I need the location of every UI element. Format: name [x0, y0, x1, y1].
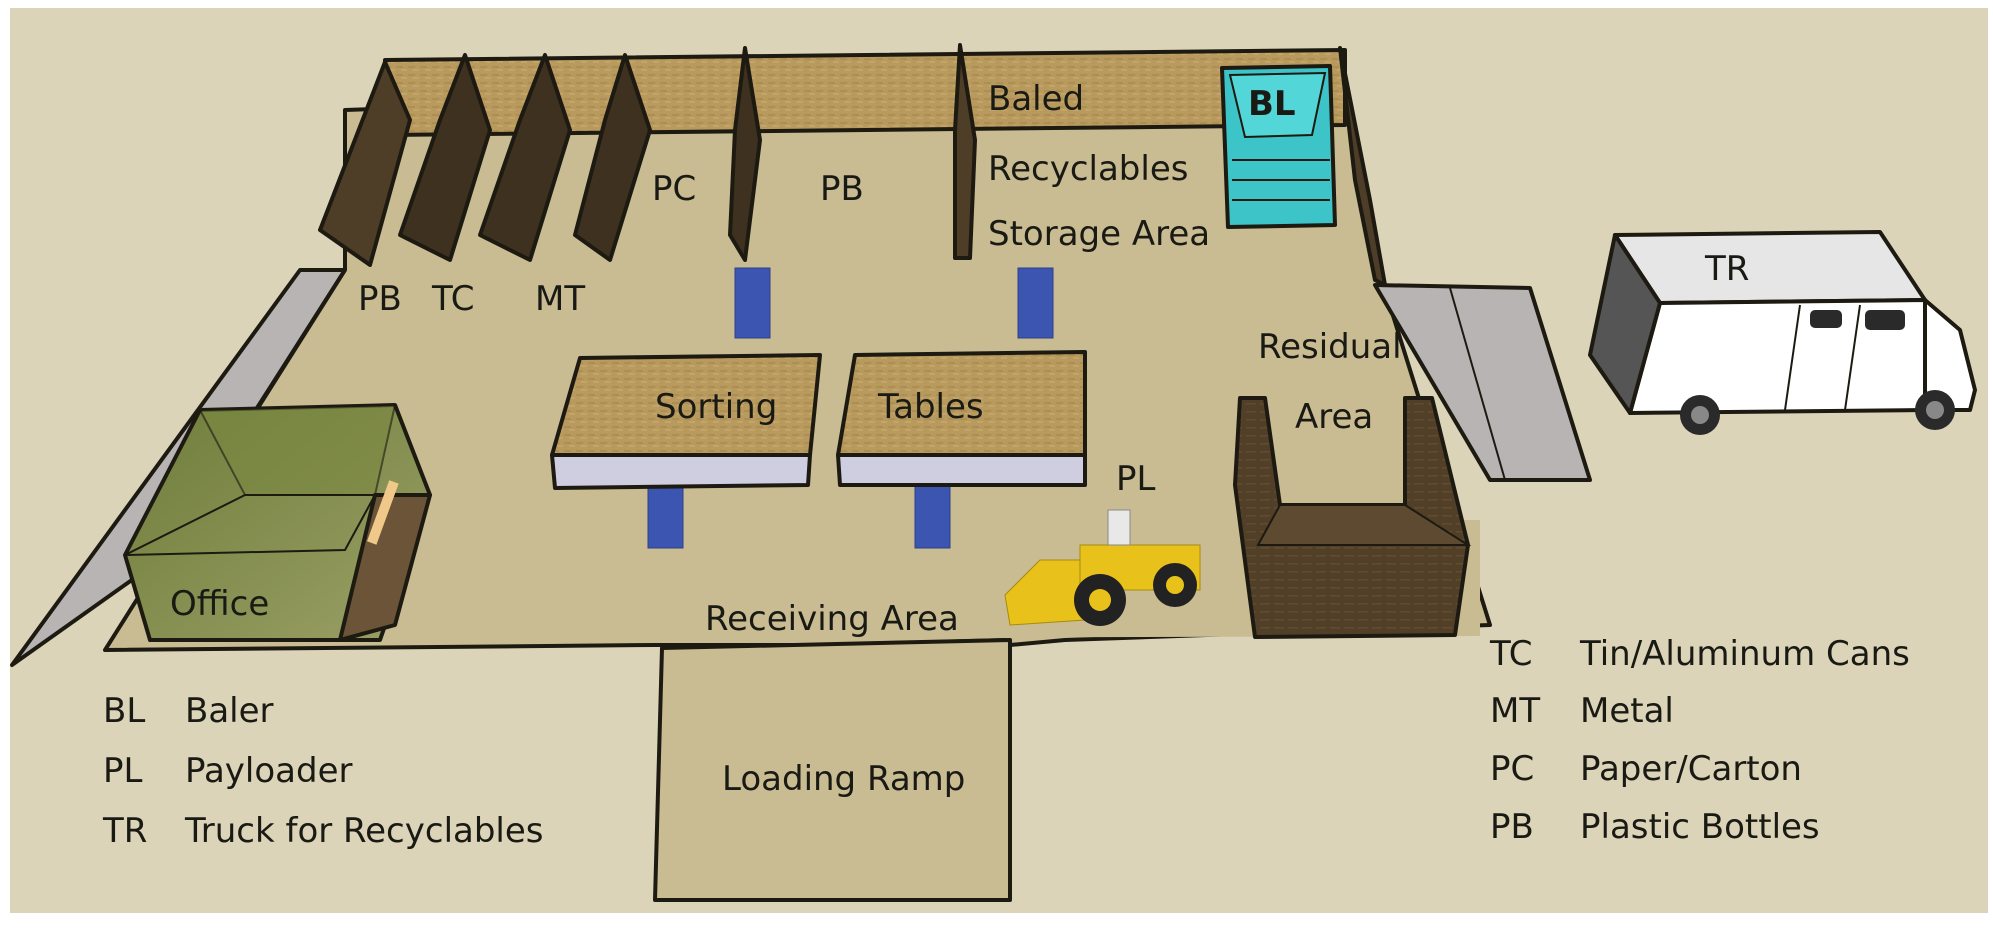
legend-meaning: Baler	[185, 691, 274, 731]
bay-code-pb-right: PB	[820, 169, 864, 209]
receiving-area-label: Receiving Area	[705, 599, 959, 639]
bay-code-pb-left: PB	[358, 279, 402, 319]
bin	[1017, 267, 1054, 339]
legend-code: BL	[103, 691, 145, 731]
tables-label: Tables	[877, 387, 984, 427]
residual-label-1: Residual	[1258, 327, 1402, 367]
legend-left: BL Baler PL Payloader TR Truck for Recyc…	[102, 691, 544, 851]
loading-ramp-floor	[653, 638, 1012, 902]
bay-code-pc: PC	[652, 169, 696, 209]
baled-storage-label-3: Storage Area	[988, 214, 1210, 254]
sorting-table-left	[550, 353, 822, 490]
legend-meaning: Metal	[1580, 691, 1674, 731]
truck-code: TR	[1704, 249, 1749, 289]
legend-code: PL	[103, 751, 143, 791]
payloader-vehicle	[1004, 509, 1201, 626]
legend-meaning: Plastic Bottles	[1580, 807, 1820, 847]
bin	[914, 477, 951, 549]
legend-code: PB	[1490, 807, 1534, 847]
truck-ramp	[1373, 283, 1592, 482]
legend-code: TC	[1489, 634, 1533, 674]
residual-area-enclosure	[1233, 396, 1472, 639]
sorting-table-right	[836, 350, 1087, 487]
bay-code-mt: MT	[535, 279, 585, 319]
recycling-truck: TR	[1588, 230, 1977, 435]
residual-label-2: Area	[1295, 397, 1373, 437]
baled-storage-label-1: Baled	[988, 79, 1084, 119]
bay-partitions	[318, 43, 1387, 287]
bay-code-tc: TC	[431, 279, 475, 319]
legend-code: PC	[1490, 749, 1534, 789]
baler-code: BL	[1248, 84, 1296, 124]
legend-meaning: Payloader	[185, 751, 353, 791]
bin	[734, 267, 771, 339]
legend-meaning: Truck for Recyclables	[184, 811, 544, 851]
office-label: Office	[170, 584, 269, 624]
bin	[647, 477, 684, 549]
legend-code: TR	[102, 811, 147, 851]
sorting-label: Sorting	[655, 387, 777, 427]
payloader-code: PL	[1116, 459, 1156, 499]
loading-ramp-label: Loading Ramp	[722, 759, 965, 799]
office-building	[123, 403, 432, 642]
recycling-bins	[647, 267, 1054, 549]
baled-storage-label-2: Recyclables	[988, 149, 1188, 189]
legend-meaning: Tin/Aluminum Cans	[1579, 634, 1910, 674]
baler-machine: BL	[1220, 64, 1337, 229]
legend-meaning: Paper/Carton	[1580, 749, 1802, 789]
legend-code: MT	[1490, 691, 1540, 731]
legend-right: TC Tin/Aluminum Cans MT Metal PC Paper/C…	[1489, 634, 1910, 847]
